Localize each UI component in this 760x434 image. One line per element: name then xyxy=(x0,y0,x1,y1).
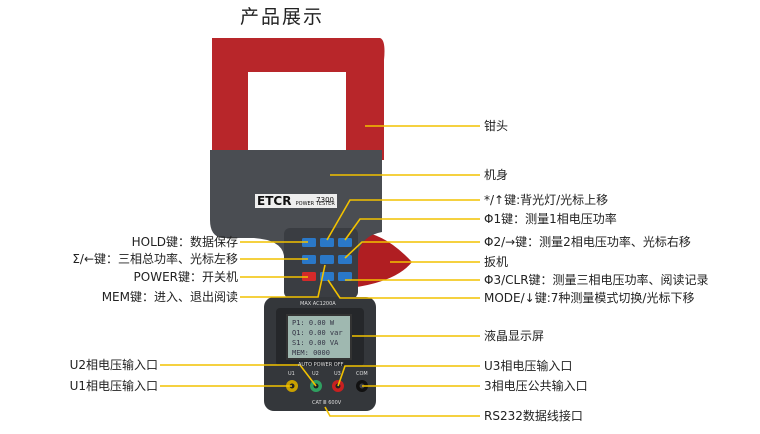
label-phi3-key: Φ3/CLR键：测量三相电压功率、阅读记录 xyxy=(484,273,709,287)
label-u2-input: U2相电压输入口 xyxy=(69,358,158,372)
jack-label: U3 xyxy=(334,371,341,377)
label-lcd: 液晶显示屏 xyxy=(484,329,545,343)
label-power-key: POWER键：开关机 xyxy=(133,270,238,284)
leader-lines xyxy=(160,125,480,417)
jack-label: COM xyxy=(356,371,368,377)
label-mode-key: MODE/↓键:7种测量模式切换/光标下移 xyxy=(484,291,695,305)
max-rating: MAX AC1200A xyxy=(300,301,336,307)
label-jaw: 钳头 xyxy=(484,119,509,133)
label-sigma-key: Σ/←键：三相总功率、光标左移 xyxy=(72,252,238,266)
auto-off-text: AUTO POWER OFF xyxy=(298,362,344,368)
clamp-jaw xyxy=(212,38,385,160)
keypad xyxy=(302,238,352,281)
label-rs232: RS232数据线接口 xyxy=(484,409,583,423)
label-hold-key: HOLD键：数据保存 xyxy=(131,235,238,249)
label-u1-input: U1相电压输入口 xyxy=(69,379,158,393)
label-mem-key: MEM键：进入、退出阅读 xyxy=(101,290,238,304)
label-phi1-key: Φ1键：测量1相电压功率 xyxy=(484,212,617,226)
label-backlight-key: */↑键:背光灯/光标上移 xyxy=(484,193,609,207)
label-u3-input: U3相电压输入口 xyxy=(484,359,573,373)
category-label: CAT Ⅲ 600V xyxy=(312,400,342,406)
page-title: 产品展示 xyxy=(240,6,325,28)
jack-label: U2 xyxy=(312,371,319,377)
jack-label: U1 xyxy=(288,371,295,377)
label-trigger: 扳机 xyxy=(484,255,509,269)
label-body: 机身 xyxy=(484,168,509,182)
label-phi2-key: Φ2/→键：测量2相电压功率、光标右移 xyxy=(484,235,691,249)
label-com-input: 3相电压公共输入口 xyxy=(484,379,588,393)
trigger xyxy=(350,231,412,288)
